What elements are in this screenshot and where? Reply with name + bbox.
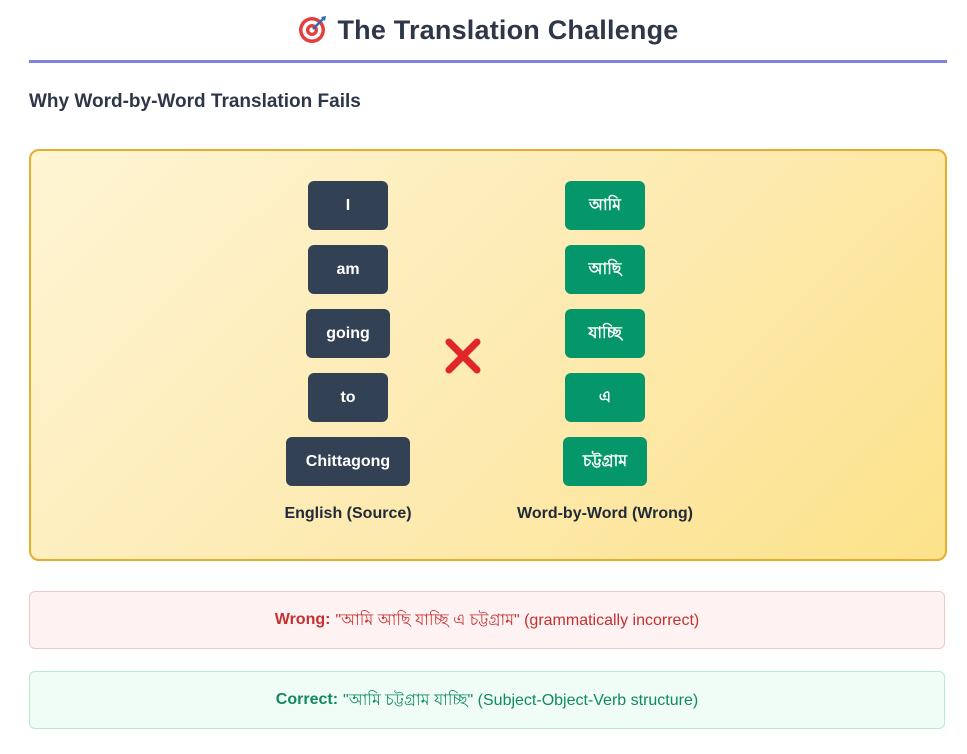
- wrong-label: Wrong:: [274, 611, 331, 628]
- wrong-translation-text: "আমি আছি যাচ্ছি এ চট্টগ্রাম" (grammatica…: [335, 611, 700, 629]
- english-word-chip: going: [306, 309, 390, 358]
- bengali-word-chip: এ: [565, 373, 645, 422]
- english-column-label: English (Source): [284, 505, 412, 522]
- bengali-word-chip: চট্টগ্রাম: [563, 437, 647, 486]
- page-title-text: The Translation Challenge: [337, 14, 679, 45]
- word-by-word-column: আমি আছি যাচ্ছি এ চট্টগ্রাম Word-by-Word …: [517, 181, 693, 523]
- english-word-chip: I: [308, 181, 388, 230]
- target-icon: [299, 16, 327, 43]
- bengali-word-chip: যাচ্ছি: [565, 309, 645, 358]
- cross-mark-icon: [445, 338, 481, 374]
- bengali-word-chip: আছি: [565, 245, 645, 294]
- correct-label: Correct:: [275, 691, 339, 708]
- page-title: The Translation Challenge: [297, 15, 678, 46]
- english-source-column: I am going to Chittagong English (Source…: [268, 181, 428, 523]
- correct-translation-note: Correct: "আমি চট্টগ্রাম যাচ্ছি" (Subject…: [29, 671, 945, 729]
- translation-demo-panel: I am going to Chittagong English (Source…: [29, 149, 947, 561]
- english-word-chip: am: [308, 245, 388, 294]
- bengali-word-chip: আমি: [565, 181, 645, 230]
- header: The Translation Challenge: [29, 0, 947, 63]
- word-by-word-column-label: Word-by-Word (Wrong): [517, 505, 693, 522]
- wrong-translation-note: Wrong: "আমি আছি যাচ্ছি এ চট্টগ্রাম" (gra…: [29, 591, 945, 649]
- english-word-chip: Chittagong: [286, 437, 410, 486]
- correct-translation-text: "আমি চট্টগ্রাম যাচ্ছি" (Subject-Object-V…: [343, 691, 699, 709]
- section-subtitle: Why Word-by-Word Translation Fails: [29, 91, 361, 112]
- english-word-chip: to: [308, 373, 388, 422]
